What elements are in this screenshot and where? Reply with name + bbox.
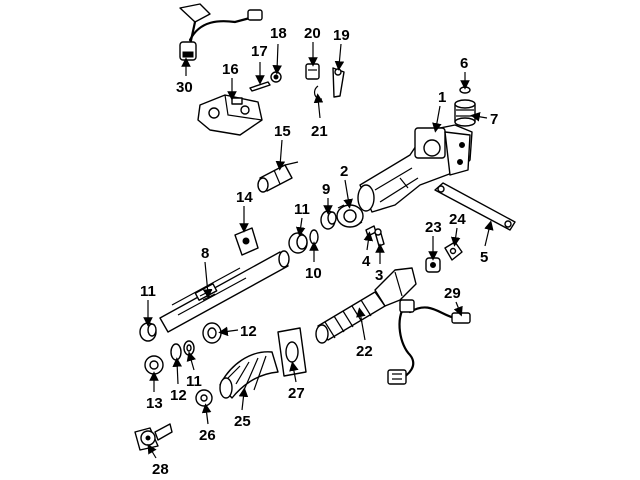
callouts: 30 16 17 18 20 19 21 6 7 1 15 2 9 14 11 … [140, 25, 498, 478]
gasket-drawing [277, 327, 307, 377]
callout-3: 3 [375, 267, 383, 284]
support-bracket-drawing [434, 182, 516, 231]
callout-4: 4 [362, 253, 371, 270]
clip-25-drawing [425, 257, 441, 273]
callout-15: 13 [146, 395, 163, 412]
callout-8: 8 [201, 245, 209, 262]
callout-30: 28 [152, 461, 169, 478]
nut-drawing [144, 355, 164, 375]
lock-housing-drawing [197, 94, 263, 136]
bushing-left-drawing [139, 322, 157, 342]
callout-11-left: 11 [140, 283, 156, 300]
callout-9: 9 [322, 181, 330, 198]
callout-32: 30 [176, 79, 193, 96]
callout-6: 6 [460, 55, 468, 72]
callout-13: 11 [186, 373, 202, 390]
callout-28: 26 [199, 427, 216, 444]
callout-22: 20 [304, 25, 321, 42]
bushing-upper-drawing [288, 232, 308, 254]
callout-26: 24 [449, 211, 466, 228]
yoke-drawing [134, 423, 173, 451]
callout-29: 27 [288, 385, 305, 402]
upper-boot-drawing [315, 267, 417, 344]
lock-plate-drawing [234, 227, 259, 256]
callout-7: 7 [490, 111, 498, 128]
callout-31: 29 [444, 285, 461, 302]
callout-14: 12 [170, 387, 187, 404]
washer-small-drawing [170, 343, 182, 361]
bushing-small-drawing [195, 389, 213, 407]
clip-drawing [270, 71, 282, 83]
ring-drawing [183, 340, 195, 356]
clip-26-drawing [444, 241, 463, 261]
leader-lines [143, 42, 494, 459]
column-housing-drawing [357, 124, 473, 213]
pin-drawing [249, 81, 271, 92]
callout-2: 2 [340, 163, 348, 180]
callout-23: 21 [311, 123, 328, 140]
callout-19: 17 [251, 43, 268, 60]
callout-18: 16 [222, 61, 239, 78]
callout-5: 5 [480, 249, 488, 266]
lower-boot-drawing [219, 351, 279, 399]
callout-1: 1 [438, 89, 446, 106]
shift-tube-drawing [257, 161, 299, 193]
rod-drawing [332, 67, 345, 98]
callout-10: 10 [305, 265, 322, 282]
callout-21: 19 [333, 27, 350, 44]
seal-drawing [202, 322, 222, 344]
spring-clip-drawing [313, 85, 323, 100]
callout-12: 12 [240, 323, 257, 340]
steering-shaft-drawing [159, 250, 290, 333]
turn-signal-switch-drawing [179, 3, 263, 61]
callout-16: 14 [236, 189, 253, 206]
callout-24: 22 [356, 343, 373, 360]
callout-27: 25 [234, 413, 251, 430]
retainer-drawing [336, 204, 364, 228]
actuator-drawing [305, 63, 320, 80]
wiring-harness-drawing [387, 299, 471, 385]
bearing-drawing [454, 86, 476, 127]
spacer-drawing [320, 210, 337, 230]
callout-20: 18 [270, 25, 287, 42]
callout-17: 15 [274, 123, 291, 140]
callout-11-upper: 11 [294, 201, 310, 218]
callout-25: 23 [425, 219, 442, 236]
washer-drawing [309, 229, 319, 245]
